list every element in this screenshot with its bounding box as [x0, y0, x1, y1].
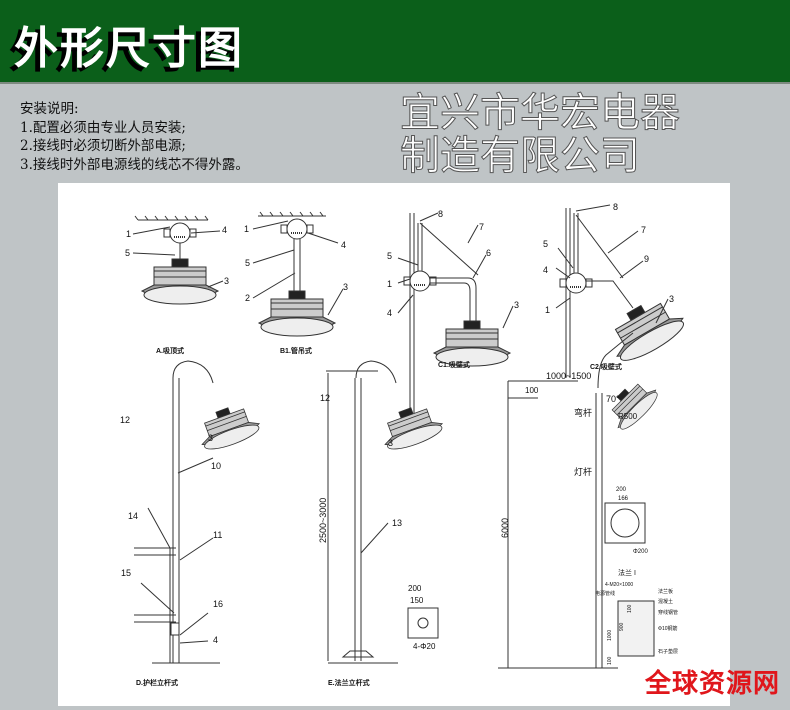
- height-dimension: 2500~3000: [318, 498, 328, 543]
- foundation-dim: 1000: [607, 630, 613, 641]
- diagram-d-guardrail: 12 3 10 14 11 15 16 4 D.护栏立杆式: [120, 360, 264, 687]
- top-dim: 100: [525, 386, 539, 395]
- global-sources-logo: 全球资源网: [644, 669, 780, 699]
- diagram-c1-wall: 8 7 6 5 1 4 3 C1.吸壁式: [387, 209, 519, 413]
- caption-c1: C1.吸壁式: [438, 360, 470, 369]
- foundation-bolts: 4-M20×1000: [605, 582, 633, 588]
- foundation-label: 电源管线: [595, 590, 615, 597]
- part-label: 4: [341, 240, 346, 250]
- pole-height-dim: 6000: [500, 518, 510, 538]
- caption-c2: C2.吸壁式: [590, 362, 622, 371]
- part-label: 12: [120, 415, 130, 425]
- part-label: 4: [387, 308, 392, 318]
- part-label: 3: [343, 282, 348, 292]
- note-item: 3.接线时外部电源线的线芯不得外露。: [20, 156, 249, 173]
- part-label: 16: [213, 599, 223, 609]
- flange-dim: 166: [618, 496, 629, 502]
- part-label: 3: [224, 276, 229, 286]
- note-item: 1.配置必须由专业人员安装;: [20, 119, 186, 136]
- part-label: 3: [208, 433, 213, 443]
- part-label: 14: [128, 511, 138, 521]
- flange-outer-dim: 200: [408, 584, 422, 593]
- part-label: 1: [126, 229, 131, 239]
- company-watermark: 宜兴市华宏电器制造有限公司: [400, 90, 681, 179]
- part-label: 1: [387, 279, 392, 289]
- part-label: 4: [543, 265, 548, 275]
- diagram-e-flange: 2500~3000 12 3 13 200 150 4-Φ20 E.法兰立杆式: [318, 360, 447, 687]
- part-label: 15: [121, 568, 131, 578]
- note-item: 2.接线时必须切断外部电源;: [20, 138, 186, 154]
- part-label: 12: [320, 393, 330, 403]
- foundation-dim: 100: [627, 604, 633, 613]
- part-label: 5: [543, 239, 548, 249]
- flange-dim: 200: [616, 487, 627, 493]
- caption-a: A.吸顶式: [156, 346, 184, 355]
- flange-holes: 4-Φ20: [413, 642, 436, 651]
- reach-dim: 1000~1500: [546, 371, 591, 381]
- part-label: 4: [222, 225, 227, 235]
- caption-d: D.护栏立杆式: [136, 678, 178, 687]
- part-label: 7: [479, 222, 484, 232]
- dimension-drawings: 1 4 5 3 A.吸顶式 1 4 5 2 3 B1.管吊式 8 7 6 5 1…: [120, 202, 690, 687]
- installation-notes: 安装说明: 1.配置必须由专业人员安装; 2.接线时必须切断外部电源; 3.接线…: [20, 100, 249, 174]
- part-label: 10: [211, 461, 221, 471]
- foundation-label: Φ10钢筋: [658, 625, 678, 632]
- foundation-label: 法兰板: [658, 588, 673, 595]
- part-label: 13: [392, 518, 402, 528]
- part-label: 9: [644, 254, 649, 264]
- part-label: 11: [213, 530, 222, 540]
- diagram-b1-pipe: 1 4 5 2 3 B1.管吊式: [244, 211, 348, 355]
- part-label: 5: [245, 258, 250, 268]
- part-label: 5: [387, 251, 392, 261]
- header-banner: 外形尺寸图: [0, 0, 790, 84]
- page-title: 外形尺寸图: [14, 23, 244, 74]
- foundation-label: 石子垫层: [658, 648, 678, 655]
- caption-b1: B1.管吊式: [280, 346, 312, 355]
- part-label: 4: [213, 635, 218, 645]
- dimension-drawing-panel: 1 4 5 3 A.吸顶式 1 4 5 2 3 B1.管吊式 8 7 6 5 1…: [58, 183, 730, 706]
- pole-label: 灯杆: [574, 466, 592, 477]
- foundation-label: 混凝土: [658, 598, 673, 605]
- part-label: 7: [641, 225, 646, 235]
- part-label: 8: [613, 202, 618, 212]
- part-label: 5: [125, 248, 130, 258]
- flange-inner-dim: 150: [410, 596, 424, 605]
- flange-dim: Φ200: [633, 549, 648, 555]
- diagram-c2-wall: 8 7 5 9 4 1 3 C2.吸壁式: [543, 202, 690, 378]
- arm-label: 弯杆: [574, 407, 592, 418]
- radius-dim: R500: [618, 412, 638, 421]
- part-label: 3: [514, 300, 519, 310]
- foundation-dim: 100: [607, 656, 613, 665]
- foundation-dim: 900: [619, 622, 625, 631]
- part-label: 3: [669, 294, 674, 304]
- notes-heading: 安装说明:: [20, 101, 79, 117]
- part-label: 6: [486, 248, 491, 258]
- diagram-street-pole: 100 1000~1500 70° R500 弯杆 灯杆 6000 200 16…: [498, 332, 678, 669]
- angle-dim: 70°: [606, 394, 620, 404]
- part-label: 1: [244, 224, 249, 234]
- foundation-label: 穿线钢管: [658, 609, 678, 616]
- part-label: 8: [438, 209, 443, 219]
- part-label: 3: [388, 438, 393, 448]
- flange-caption: 法兰 I: [618, 568, 636, 577]
- part-label: 1: [545, 305, 550, 315]
- diagram-a-ceiling: 1 4 5 3 A.吸顶式: [125, 215, 229, 355]
- caption-e: E.法兰立杆式: [328, 678, 370, 687]
- part-label: 2: [245, 293, 250, 303]
